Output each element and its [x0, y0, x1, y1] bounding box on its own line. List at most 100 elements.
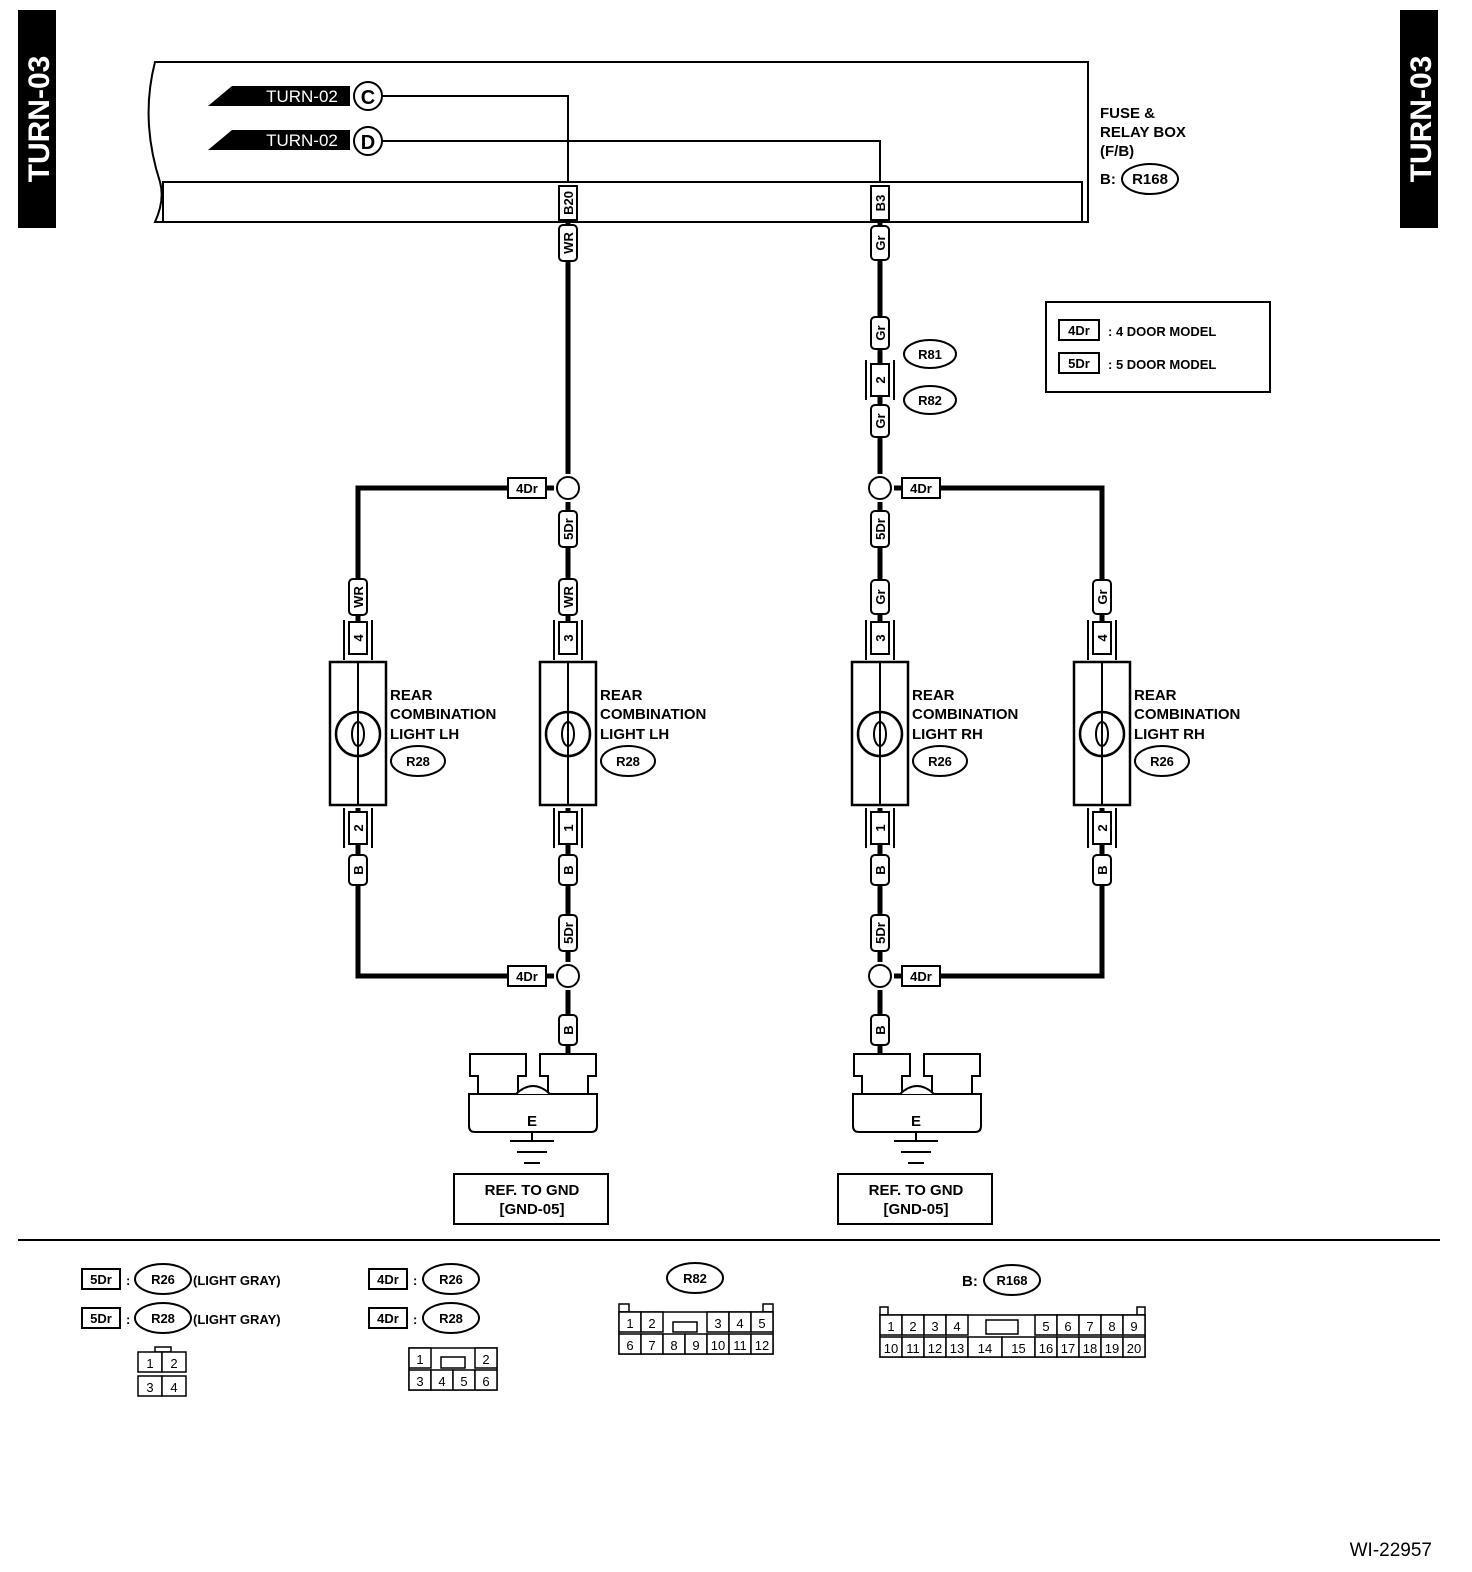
input-letter-c: C: [361, 87, 375, 109]
wire-tag-wr-lh-inner: WR: [558, 578, 578, 616]
wire-tag-b-3: B: [1092, 854, 1112, 886]
r82-pin-9: 9: [692, 1338, 699, 1353]
inline-connector-r81-r82: 2 R81 R82: [865, 339, 957, 415]
ground-letter-1: E: [911, 1113, 921, 1130]
wire-tag-gr-r81-text: Gr: [873, 325, 888, 340]
input-turn-02-c: TURN-02 C: [208, 81, 383, 111]
r168-pin-18: 18: [1083, 1341, 1097, 1356]
wire-tag-gr-rh-inner-text: Gr: [873, 589, 888, 604]
wire-tag-b-gnd-lh-text: B: [561, 1025, 576, 1034]
r168-pin-19: 19: [1105, 1341, 1119, 1356]
wire-tag-wr-lh-inner-text: WR: [561, 586, 576, 608]
wire-tag-5dr-rh-top-text: 5Dr: [873, 518, 888, 540]
fuse-box-prefix: B:: [1100, 171, 1116, 188]
connector-r82: R82: [918, 393, 942, 408]
cv2-tag-2: 4Dr: [377, 1311, 399, 1326]
r168-pin-1: 1: [887, 1319, 894, 1334]
r168-pin-16: 16: [1039, 1341, 1053, 1356]
lamp-pin-top-3: 4: [1095, 634, 1110, 642]
wire-tag-4dr-rh-top: 4Dr: [901, 477, 941, 499]
ground-letter-0: E: [527, 1113, 537, 1130]
cv-r168-conn: R168: [996, 1273, 1027, 1288]
legend-tag-5dr: 5Dr: [1068, 356, 1090, 371]
wire-tag-4dr-rh-bottom-text: 4Dr: [910, 969, 932, 984]
page-ref-left-text: TURN-03: [23, 56, 56, 183]
wire-tag-5dr-rh-bottom: 5Dr: [870, 914, 890, 952]
r168-pin-15: 15: [1011, 1341, 1025, 1356]
r168-pin-13: 13: [950, 1341, 964, 1356]
wire-tag-b-gnd-rh-text: B: [873, 1025, 888, 1034]
wire-tag-5dr-lh-top-text: 5Dr: [561, 518, 576, 540]
cv-r168-prefix: B:: [962, 1273, 978, 1290]
r82-pin-6: 6: [626, 1338, 633, 1353]
cv1-conn-1: R26: [151, 1272, 175, 1287]
model-legend: 4Dr : 4 DOOR MODEL 5Dr : 5 DOOR MODEL: [1045, 301, 1271, 393]
wire-tag-b-2-text: B: [873, 865, 888, 874]
wire-tag-5dr-lh-top: 5Dr: [558, 510, 578, 548]
input-label-c: TURN-02: [266, 87, 338, 106]
connector-r81: R81: [918, 347, 942, 362]
wire-tag-gr-r82-text: Gr: [873, 413, 888, 428]
wire-tag-gr-rh-inner: Gr: [870, 579, 890, 615]
r82-pin-7: 7: [648, 1338, 655, 1353]
r168-pin-4: 4: [953, 1319, 960, 1334]
input-turn-02-d: TURN-02 D: [208, 126, 383, 156]
pin-4: 4: [438, 1374, 445, 1389]
lamp-connector-2: R26: [928, 754, 952, 769]
wire-tag-5dr-rh-top: 5Dr: [870, 510, 890, 548]
lamp-label-1-3: REAR: [1134, 687, 1177, 704]
lamp-label-3-3: LIGHT RH: [1134, 726, 1205, 743]
pin-2: 2: [482, 1352, 489, 1367]
internal-wire-c: [382, 95, 569, 182]
r168-pin-9: 9: [1130, 1319, 1137, 1334]
r168-pin-2: 2: [909, 1319, 916, 1334]
connector-views: 5Dr : R26 (LIGHT GRAY) 5Dr : R28 (LIGHT …: [81, 1262, 1146, 1397]
connector-view-group2: 4Dr : R26 4Dr : R28: [368, 1263, 480, 1334]
cv2-colon-2: :: [413, 1312, 417, 1327]
wire-tag-wr-lh-outer-text: WR: [351, 586, 366, 608]
wire-tag-b-1-text: B: [561, 865, 576, 874]
r168-pin-5: 5: [1042, 1319, 1049, 1334]
wire-tag-b-3-text: B: [1095, 865, 1110, 874]
legend-tag-4dr: 4Dr: [1068, 323, 1090, 338]
terminal-b3: B3: [873, 195, 888, 212]
wire-tag-4dr-rh-top-text: 4Dr: [910, 481, 932, 496]
r168-pin-8: 8: [1108, 1319, 1115, 1334]
lamp-connector-0: R28: [406, 754, 430, 769]
r168-pin-17: 17: [1061, 1341, 1075, 1356]
lamp-label-2-1: COMBINATION: [600, 706, 706, 723]
lamp-connector-1: R28: [616, 754, 640, 769]
pin-1: 1: [416, 1352, 423, 1367]
wiring: [355, 222, 1105, 1054]
pin-2: 2: [170, 1356, 177, 1371]
lamp-pin-bottom-2: 1: [873, 824, 888, 831]
lamp-label-3-1: LIGHT LH: [600, 726, 669, 743]
wire-tag-5dr-rh-bottom-text: 5Dr: [873, 922, 888, 944]
wire-tag-gr-rh-outer-text: Gr: [1095, 589, 1110, 604]
r168-pin-20: 20: [1127, 1341, 1141, 1356]
lamp-label-2-3: COMBINATION: [1134, 706, 1240, 723]
wire-tag-gr-r82: Gr: [870, 404, 890, 438]
inline-pin: 2: [873, 376, 888, 383]
wire-tag-b-gnd-rh: B: [870, 1014, 890, 1046]
wire-tag-4dr-rh-bottom: 4Dr: [901, 965, 941, 987]
r82-pin-4: 4: [736, 1316, 743, 1331]
connector-view-r168: B: R168: [962, 1264, 1041, 1296]
ground-ref-2-1: [GND-05]: [883, 1201, 948, 1218]
ground-ref-1-0: REF. TO GND: [485, 1182, 580, 1199]
cv2-tag-1: 4Dr: [377, 1272, 399, 1287]
lamp-label-3-2: LIGHT RH: [912, 726, 983, 743]
wire-tag-5dr-lh-bottom: 5Dr: [558, 914, 578, 952]
wire-tag-wr-top-text: WR: [561, 232, 576, 254]
r168-pin-14: 14: [978, 1341, 992, 1356]
wire-tag-b-gnd-lh: B: [558, 1014, 578, 1046]
r82-pin-10: 10: [711, 1338, 725, 1353]
